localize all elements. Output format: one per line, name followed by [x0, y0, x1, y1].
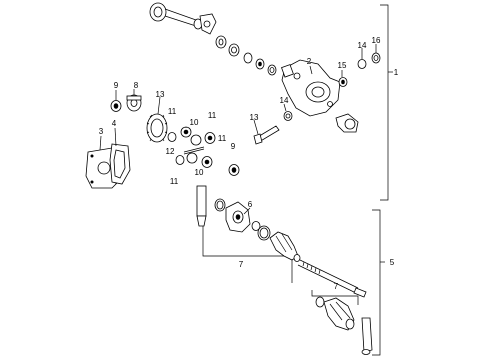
callout-11-a: 11 — [168, 107, 177, 116]
bracket-group-1 — [380, 4, 389, 201]
mount-bolt-14 — [283, 111, 293, 121]
bearing-6 — [251, 221, 261, 231]
inner-cv-boot — [323, 297, 355, 331]
callout-5: 5 — [390, 258, 395, 267]
callout-7-inner: 7 — [334, 282, 339, 291]
bracket-inner-shaft — [311, 290, 359, 305]
callout-10-lower: 10 — [195, 168, 204, 177]
seal-and-washers-row — [215, 35, 277, 76]
callout-8: 8 — [134, 81, 139, 90]
callout-14-left: 14 — [280, 96, 289, 105]
pinion-nut-9b — [228, 164, 240, 176]
callout-3: 3 — [99, 127, 104, 136]
outer-cv-joint — [225, 201, 251, 233]
callout-15: 15 — [338, 61, 347, 70]
bracket-outer-shaft — [202, 222, 293, 283]
inner-stub-shaft — [361, 317, 373, 355]
callout-13-left: 13 — [156, 90, 165, 99]
boot-clamp-7 — [257, 225, 271, 241]
boot-clamp-ring-upper — [214, 198, 226, 212]
shift-fork — [199, 13, 217, 35]
half-shaft — [297, 259, 367, 298]
callout-11-d: 11 — [170, 177, 179, 186]
outer-stub-shaft — [196, 185, 207, 227]
outer-cv-boot — [269, 231, 301, 262]
inner-boot-clamp — [315, 296, 325, 308]
callout-4: 4 — [112, 119, 117, 128]
callout-11-b: 11 — [208, 111, 217, 120]
callout-labels: 1 2 3 4 5 6 7 7 8 9 9 10 10 11 11 11 11 … — [99, 36, 399, 291]
cover-gasket — [109, 143, 131, 185]
callout-9-lower: 9 — [231, 142, 236, 151]
callout-9-upper: 9 — [114, 81, 119, 90]
mount-bolt-13 — [253, 125, 280, 145]
bracket-group-5 — [372, 209, 381, 356]
callout-14-right: 14 — [358, 41, 367, 50]
callout-6: 6 — [248, 200, 253, 209]
pinion-yoke — [335, 113, 359, 133]
callout-1: 1 — [394, 68, 399, 77]
leader-lines — [99, 44, 377, 215]
callout-11-c: 11 — [218, 134, 227, 143]
callout-10-upper: 10 — [190, 118, 199, 127]
housing-bolts — [338, 52, 381, 87]
carrier-housing — [281, 59, 341, 117]
ring-gear — [146, 113, 168, 143]
callout-2: 2 — [307, 57, 312, 66]
callout-16: 16 — [372, 36, 381, 45]
callout-12: 12 — [166, 147, 175, 156]
pinion-nut-9 — [110, 100, 122, 112]
side-gear-8 — [126, 94, 142, 112]
callout-13-right: 13 — [250, 113, 259, 122]
spider-gear-cluster — [167, 126, 216, 168]
callout-7-outer: 7 — [239, 260, 244, 269]
axle-shaft-top — [149, 2, 203, 30]
